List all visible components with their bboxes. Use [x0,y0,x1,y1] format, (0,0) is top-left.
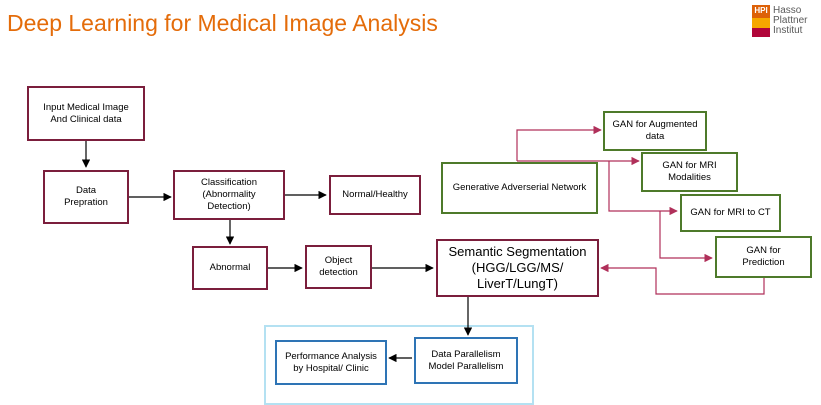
diagram-connectors [81,125,765,363]
logo-line-3: Institut [773,25,803,36]
logo-line-1: Hasso [773,5,802,16]
edge-gan-to-prediction [659,211,713,263]
node-classification: Classification (Abnormality Detection) [173,170,285,220]
node-abnormal: Abnormal [192,246,268,290]
node-data-preparation: Data Prepration [43,170,129,224]
node-input: Input Medical Image And Clinical data [27,86,145,141]
node-performance-analysis: Performance Analysis by Hospital/ Clinic [275,340,387,385]
hpi-logo-mark: HPI [752,5,770,37]
node-semantic-segmentation: Semantic Segmentation (HGG/LGG/MS/ Liver… [436,239,599,297]
node-object-detection: Object detection [305,245,372,289]
node-gan-augmented: GAN for Augmented data [603,111,707,151]
edge-prediction-to-semantic [600,263,765,295]
hpi-logo: HPI Hasso Plattner Institut [752,5,818,37]
node-gan-prediction: GAN for Prediction [715,236,812,278]
edge-gan-to-augmented [516,125,602,161]
node-gan: Generative Adverserial Network [441,162,598,214]
node-normal-healthy: Normal/Healthy [329,175,421,215]
hpi-logo-mark-text: HPI [754,6,768,15]
node-gan-mri: GAN for MRI Modalities [641,152,738,192]
logo-line-2: Plattner [773,15,808,26]
node-parallelism: Data Parallelism Model Parallelism [414,337,518,384]
hpi-logo-text: Hasso Plattner Institut [773,6,819,36]
page-title: Deep Learning for Medical Image Analysis [7,10,438,36]
node-gan-mri-to-ct: GAN for MRI to CT [680,194,781,232]
edge-gan-to-mri-ct [608,161,678,216]
